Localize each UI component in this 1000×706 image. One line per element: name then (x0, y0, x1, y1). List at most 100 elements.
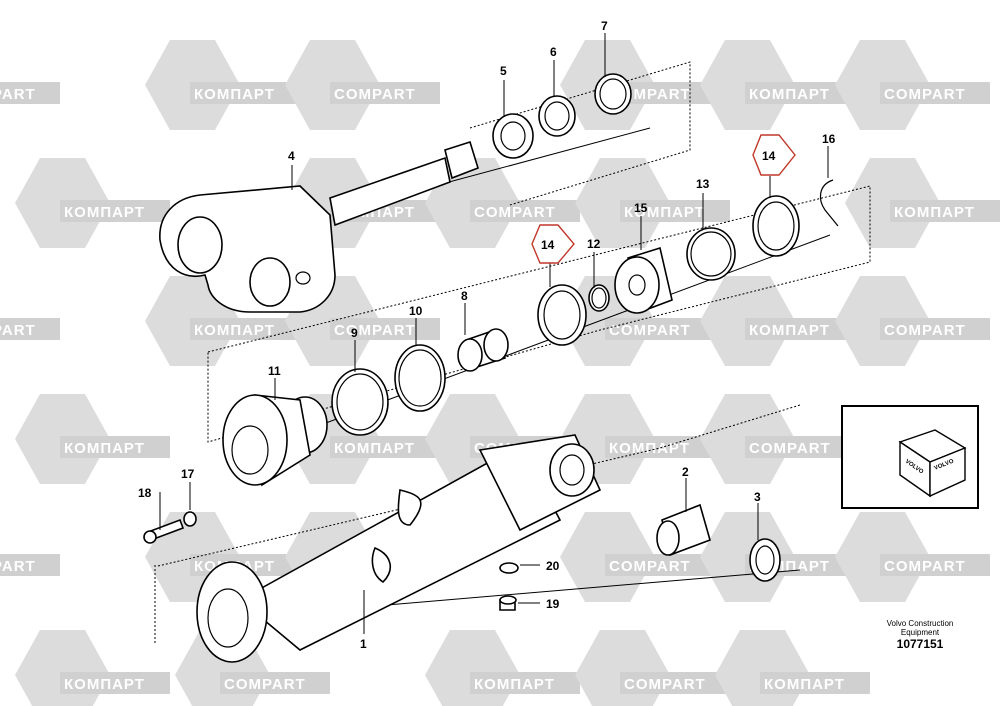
watermark-logo: COMPART (835, 512, 990, 602)
callout-1: 1 (360, 637, 367, 651)
watermark-text: КОМПАРТ (194, 86, 275, 103)
callout-17: 17 (181, 467, 195, 481)
watermark-text: COMPART (609, 322, 691, 339)
watermark-text: КОМПАРТ (64, 676, 145, 693)
callout-19: 19 (546, 597, 560, 611)
watermark-logo: COMPART (285, 40, 440, 130)
part-10-backup-ring[interactable] (394, 344, 446, 412)
watermark-text: COMPART (0, 322, 36, 339)
leader-lines (159, 33, 900, 634)
part-14-piston-ring-left[interactable] (537, 284, 587, 346)
part-18-screw[interactable] (143, 518, 185, 544)
callout-13: 13 (696, 177, 710, 191)
watermark-text: COMPART (334, 322, 416, 339)
watermark-logo: COMPART (835, 276, 990, 366)
drawing-number: 1077151 (896, 637, 944, 651)
watermark-logo: COMPART (560, 276, 715, 366)
callout-10: 10 (409, 304, 423, 318)
watermark-text: COMPART (609, 558, 691, 575)
callout-20: 20 (546, 559, 560, 573)
part-7-guide-ring[interactable] (594, 73, 632, 115)
callout-8: 8 (461, 289, 468, 303)
watermark-text: КОМПАРТ (609, 440, 690, 457)
part-1-cylinder-tube[interactable] (196, 434, 602, 663)
watermark-logo: КОМПАРТ (145, 40, 300, 130)
callout-12: 12 (587, 237, 601, 251)
watermark-text: КОМПАРТ (624, 204, 705, 221)
watermark-text: COMPART (624, 676, 706, 693)
watermark-text: КОМПАРТ (474, 676, 555, 693)
callout-14-highlight-left[interactable]: 14 (531, 224, 575, 264)
watermark-logo: COMPART (560, 512, 715, 602)
watermark-text: COMPART (474, 204, 556, 221)
watermark-text: COMPART (884, 86, 966, 103)
part-5-wiper-ring[interactable] (492, 113, 534, 159)
part-12-small-o-ring[interactable] (588, 284, 610, 312)
watermark-text: КОМПАРТ (64, 204, 145, 221)
part-2-bushing[interactable] (656, 503, 711, 557)
watermark-text: COMPART (749, 440, 831, 457)
callout-5: 5 (500, 64, 507, 78)
manufacturer-note: Volvo Construction Equipment (872, 619, 968, 637)
part-19-plug[interactable] (499, 595, 517, 611)
callout-6: 6 (550, 45, 557, 59)
callout-11: 11 (268, 364, 281, 378)
watermark-logo: COMPART (0, 318, 60, 340)
callout-labels: 4 5 6 7 16 13 15 12 8 10 9 11 17 18 2 3 … (138, 19, 866, 651)
part-21-kit-box[interactable]: VOLVO VOLVO (841, 405, 979, 509)
callout-18: 18 (138, 486, 152, 500)
callout-3: 3 (754, 490, 761, 504)
watermark-text: КОМПАРТ (749, 86, 830, 103)
part-3-seal[interactable] (749, 538, 781, 582)
watermark-logo: КОМПАРТ (700, 276, 855, 366)
part-14-piston-ring-right[interactable] (752, 195, 800, 257)
watermark-text: COMPART (884, 558, 966, 575)
part-20-washer[interactable] (499, 562, 519, 574)
watermark-text: КОМПАРТ (764, 676, 845, 693)
manufacturer-line-1: Volvo Construction (886, 619, 954, 628)
watermark-text: COMPART (0, 558, 36, 575)
callout-14-highlight-right[interactable]: 14 (752, 134, 796, 176)
part-8-bushing[interactable] (457, 328, 509, 372)
watermark-logo: КОМПАРТ (15, 394, 170, 484)
watermark-text: КОМПАРТ (194, 322, 275, 339)
part-15-piston[interactable] (614, 246, 673, 314)
watermark-logo: КОМПАРТ (425, 630, 580, 706)
part-9-o-ring[interactable] (331, 368, 389, 436)
callout-14-left: 14 (541, 238, 555, 252)
callout-4: 4 (288, 149, 295, 163)
callout-2: 2 (682, 465, 689, 479)
callout-9: 9 (351, 326, 358, 340)
watermark-text: КОМПАРТ (64, 440, 145, 457)
assembly-outline-upper (469, 61, 691, 206)
watermark-logo: КОМПАРТ (15, 630, 170, 706)
callout-7: 7 (601, 19, 608, 33)
callout-15: 15 (634, 201, 648, 215)
watermark-logo: COMPART (700, 394, 855, 484)
part-6-seal-ring[interactable] (538, 95, 576, 137)
part-11-cylinder-head[interactable] (222, 394, 328, 487)
watermark-text: COMPART (334, 86, 416, 103)
manufacturer-line-2: Equipment (900, 628, 940, 637)
part-4-piston-rod[interactable] (159, 140, 479, 313)
watermark-logo: КОМПАРТ (715, 630, 870, 706)
watermark-logo: КОМПАРТ (700, 40, 855, 130)
watermark-logo: КОМПАРТ (845, 158, 1000, 248)
watermark-logo: COMPART (560, 40, 715, 130)
watermark-logo: COMPART (0, 82, 60, 104)
watermark-logo: КОМПАРТ (15, 158, 170, 248)
watermark-text: КОМПАРТ (749, 322, 830, 339)
part-13-o-ring[interactable] (686, 227, 736, 281)
watermark-text: COMPART (884, 322, 966, 339)
part-16-lock-wire[interactable] (819, 179, 839, 227)
part-17-washer[interactable] (183, 511, 197, 527)
watermark-logo: COMPART (835, 40, 990, 130)
callout-14-right: 14 (762, 149, 776, 163)
watermark-text: COMPART (224, 676, 306, 693)
callout-16: 16 (822, 132, 836, 146)
assembly-outline-lower (154, 404, 801, 645)
watermark-text: КОМПАРТ (334, 440, 415, 457)
watermark-logo: COMPART (575, 630, 730, 706)
